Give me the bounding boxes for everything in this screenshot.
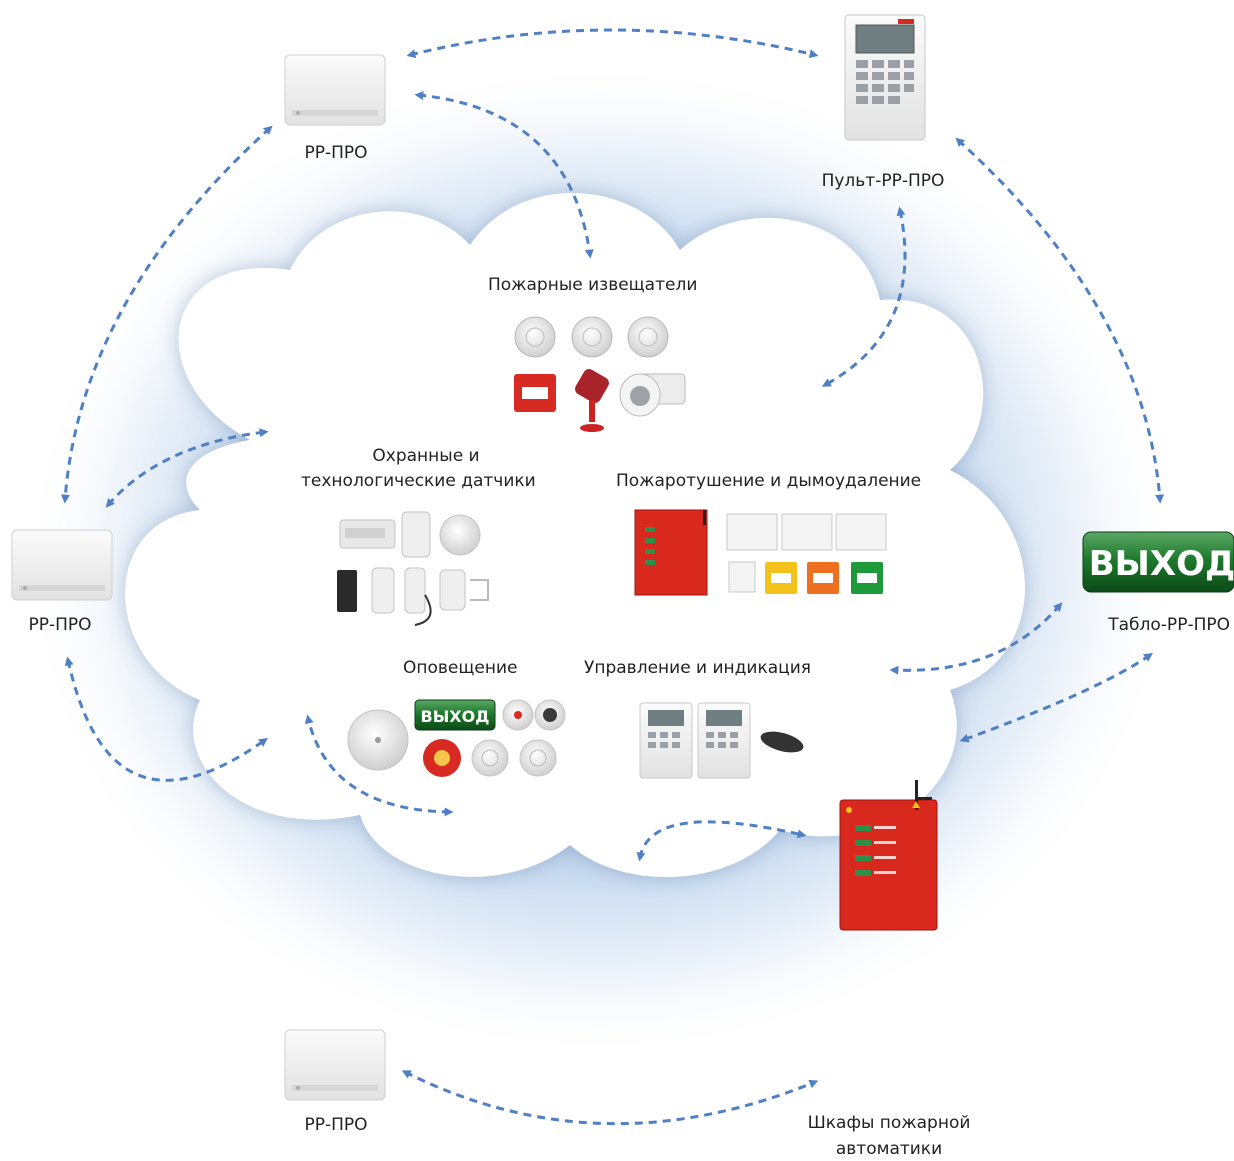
console-device <box>844 14 926 141</box>
rr-pro-device-left <box>11 529 113 601</box>
security-sensors-cluster <box>337 511 489 626</box>
call-point-orange <box>807 562 839 594</box>
arrow-console-sign <box>955 137 1165 504</box>
arrow-sign-cabinet <box>959 652 1153 743</box>
rr-pro-device-bottom <box>284 1029 386 1101</box>
arrow-rr-detectors <box>414 91 594 259</box>
security-sensors-label-line2: технологические датчики <box>301 471 536 491</box>
security-sensors-label-line1: Охранные и <box>372 446 480 466</box>
notification-label: Оповещение <box>403 658 518 678</box>
linear-detector <box>619 373 686 417</box>
arrow-rr-console <box>406 28 819 59</box>
connection-arrows <box>60 28 1165 1126</box>
exit-sign-label: Табло-РР-ПРО <box>1108 615 1230 635</box>
call-point-green <box>851 562 883 594</box>
cloud <box>125 192 1025 878</box>
console-label: Пульт-РР-ПРО <box>821 171 945 191</box>
cabinet-label-line1: Шкафы пожарной <box>807 1113 971 1133</box>
notification-exit-sign-text: ВЫХОД <box>421 707 490 726</box>
rr-pro-device-top-left <box>284 54 386 126</box>
cabinet-label-line2: автоматики <box>835 1139 943 1159</box>
exit-sign-text: ВЫХОД <box>1089 544 1234 584</box>
extinguishing-label: Пожаротушение и дымоудаление <box>616 471 922 491</box>
arrow-console-cloud <box>821 206 907 387</box>
control-cluster <box>639 702 804 779</box>
fire-cabinet <box>839 780 938 931</box>
flame-detector <box>575 369 609 432</box>
control-label: Управление и индикация <box>584 658 812 678</box>
rr-pro-label-bottom: РР-ПРО <box>304 1115 368 1135</box>
fire-detectors-label: Пожарные извещатели <box>488 275 698 295</box>
arrow-rr-rr <box>60 125 273 504</box>
key-fob <box>760 731 804 753</box>
fire-detectors-cluster <box>514 316 686 432</box>
rr-pro-label-left: РР-ПРО <box>28 615 92 635</box>
call-point-yellow <box>765 562 797 594</box>
exit-sign: ВЫХОД <box>1082 531 1234 593</box>
extinguishing-cluster <box>634 509 887 596</box>
rr-pro-label-top-left: РР-ПРО <box>304 143 368 163</box>
arrow-rr-security <box>105 428 269 508</box>
notification-cluster: ВЫХОД <box>347 699 566 777</box>
arrow-cloud-cabinet <box>636 820 807 862</box>
arrow-rr-cabinet <box>401 1070 819 1126</box>
arrow-rr-rr-bottom <box>64 656 268 782</box>
arrow-rr-notification <box>304 714 454 817</box>
